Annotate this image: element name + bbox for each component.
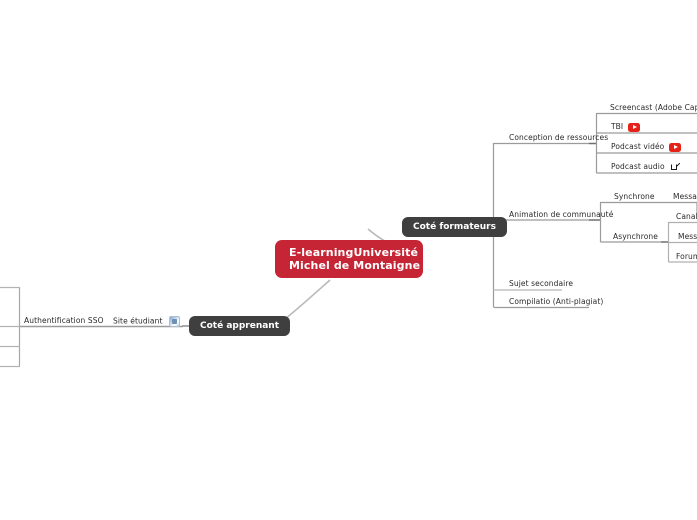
- leaf-synchrone[interactable]: Synchrone: [614, 192, 655, 201]
- leaf-site-etudiant[interactable]: Site étudiant: [113, 316, 180, 327]
- leaf-podcast-audio-label: Podcast audio: [611, 162, 665, 171]
- favicon-icon[interactable]: [168, 316, 180, 327]
- leaf-animation-de-communaute[interactable]: Animation de communauté: [509, 210, 614, 219]
- leaf-asynchrone-forum[interactable]: Forum: [676, 252, 697, 261]
- leaf-podcast-video-label: Podcast vidéo: [611, 142, 665, 151]
- youtube-icon[interactable]: [628, 122, 641, 132]
- leaf-authentification-sso[interactable]: Authentification SSO: [24, 316, 104, 325]
- leaf-asynchrone[interactable]: Asynchrone: [613, 232, 658, 241]
- leaf-sujet-secondaire[interactable]: Sujet secondaire: [509, 279, 574, 288]
- external-link-icon[interactable]: [670, 162, 681, 172]
- center-node-line2: Michel de Montaigne: [289, 259, 421, 272]
- youtube-icon[interactable]: [669, 142, 682, 152]
- center-node-line1: E-learningUniversité: [289, 245, 419, 259]
- leaf-tbi-label: TBI: [611, 122, 624, 131]
- leaf-asynchrone-message[interactable]: Messag: [678, 232, 697, 241]
- center-node[interactable]: E-learningUniversité Michel de Montaigne: [275, 240, 423, 278]
- leaf-screencast-adobe-captivate[interactable]: Screencast (Adobe Captivate): [610, 103, 697, 112]
- leaf-site-etudiant-label: Site étudiant: [113, 316, 163, 326]
- branch-node-formateurs[interactable]: Coté formateurs: [402, 217, 507, 237]
- leaf-conception-de-ressources[interactable]: Conception de ressources: [509, 133, 609, 142]
- leaf-synchrone-canal[interactable]: Canal D: [676, 212, 697, 221]
- leaf-synchrone-message[interactable]: Message: [673, 192, 697, 201]
- leaf-compilatio-anti-plagiat[interactable]: Compilatio (Anti-plagiat): [509, 297, 604, 306]
- leaf-tbi[interactable]: TBI: [611, 122, 641, 132]
- leaf-podcast-video[interactable]: Podcast vidéo: [611, 142, 682, 152]
- leaf-podcast-audio[interactable]: Podcast audio: [611, 162, 681, 172]
- branch-node-apprenant[interactable]: Coté apprenant: [189, 316, 291, 336]
